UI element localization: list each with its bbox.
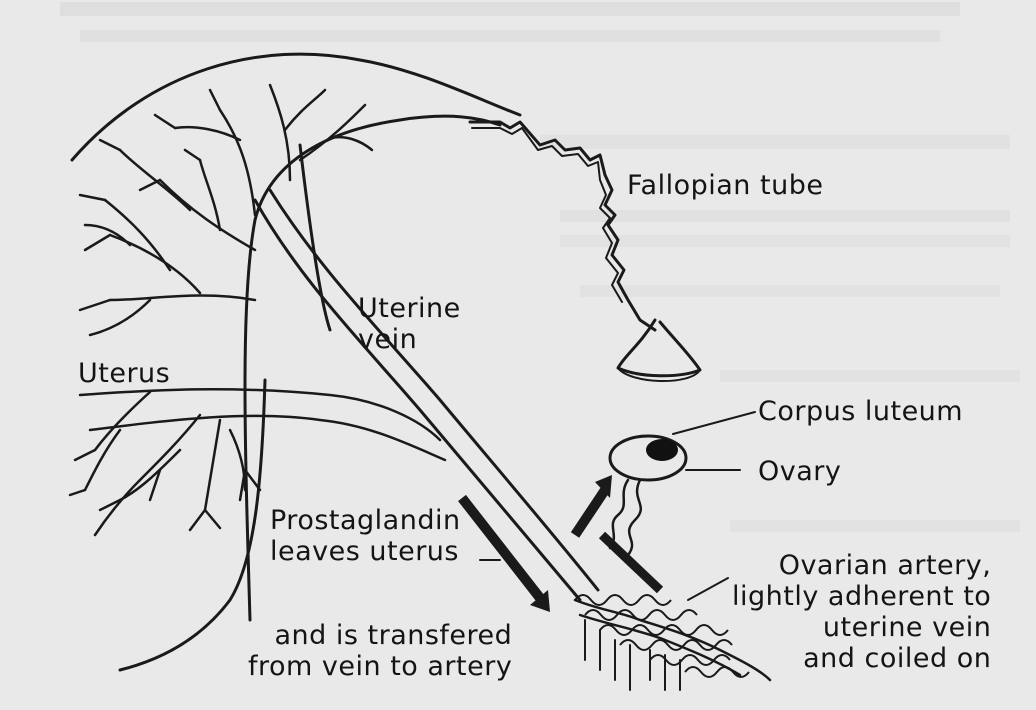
transfer-arrow-up	[575, 475, 612, 535]
label-ovary: Ovary	[758, 456, 841, 487]
label-prostaglandin: Prostaglandin leaves uterus	[270, 505, 461, 567]
uterine-vessel-branches	[80, 85, 372, 335]
fallopian-tube	[470, 122, 655, 330]
ovary-shape	[610, 436, 686, 480]
label-uterine-vein: Uterine vein	[358, 293, 461, 355]
label-transfer: and is transfered from vein to artery	[248, 620, 512, 682]
background-texture	[60, 2, 1020, 532]
fimbriae-funnel	[618, 320, 700, 376]
corpus-luteum-shape	[646, 439, 678, 461]
label-uterus: Uterus	[78, 358, 170, 389]
uterus-outline	[72, 54, 520, 160]
label-ovarian-artery: Ovarian artery, lightly adherent to uter…	[732, 550, 991, 674]
label-corpus-luteum: Corpus luteum	[758, 396, 963, 427]
label-fallopian-tube: Fallopian tube	[627, 170, 823, 201]
